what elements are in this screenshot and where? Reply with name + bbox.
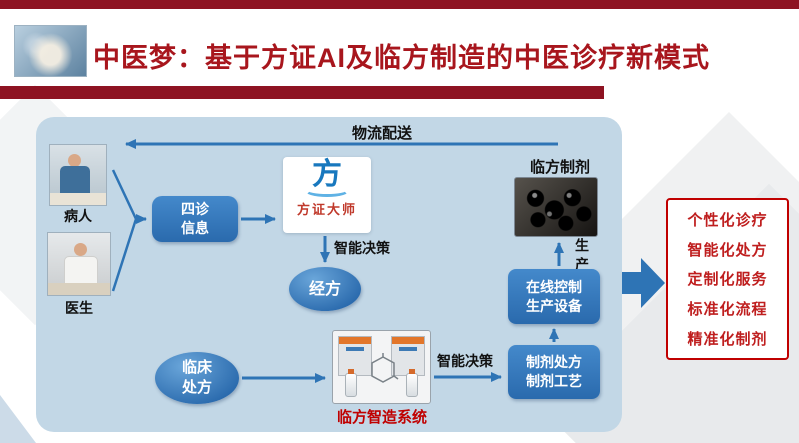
logistics-label: 物流配送 [351,125,412,142]
patient-figure [68,154,81,167]
patient-label: 病人 [64,208,92,224]
team-hands-photo [14,25,87,77]
benefits-box: 个性化诊疗 智能化处方 定制化服务 标准化流程 精准化制剂 [666,198,789,360]
fangzheng-master-logo: 方 方证大师 [283,157,371,233]
top-maroon-strip [0,0,799,9]
four-diagnosis-box: 四诊 信息 [152,196,238,242]
doctor-photo [47,232,111,296]
manufacturing-system-label: 临方智造系统 [336,409,427,426]
benefit-item: 智能化处方 [687,241,768,259]
pills-photo [514,177,598,237]
linfang-preparation-label: 临方制剂 [529,159,590,176]
benefit-item: 个性化诊疗 [687,211,768,229]
bottle-icon [345,369,357,397]
classic-prescription-ellipse: 经方 [289,267,361,311]
preparation-process-box: 制剂处方 制剂工艺 [508,345,600,399]
bottle-icon [406,369,418,397]
production-label: 生产 [574,238,590,276]
benefit-item: 定制化服务 [687,271,768,289]
benefit-item: 精准化制剂 [687,331,768,349]
slide-title: 中医梦：基于方证AI及临方制造的中医诊疗新模式 [93,43,710,73]
manufacturing-machine-image [332,330,431,404]
clinical-prescription-ellipse: 临床 处方 [155,352,239,404]
doctor-figure [74,243,87,256]
online-control-box: 在线控制 生产设备 [508,269,600,324]
background-deco-triangle [0,395,36,443]
patient-photo [49,144,107,206]
benefit-item: 标准化流程 [687,301,768,319]
smart-decision-bottom-label: 智能决策 [437,353,493,369]
molecule-icon [371,353,399,383]
doctor-label: 医生 [65,300,93,316]
smart-decision-top-label: 智能决策 [334,240,390,256]
logo-name: 方证大师 [296,202,357,217]
hands-arc-icon [304,183,350,197]
title-underline-bar [0,86,604,99]
